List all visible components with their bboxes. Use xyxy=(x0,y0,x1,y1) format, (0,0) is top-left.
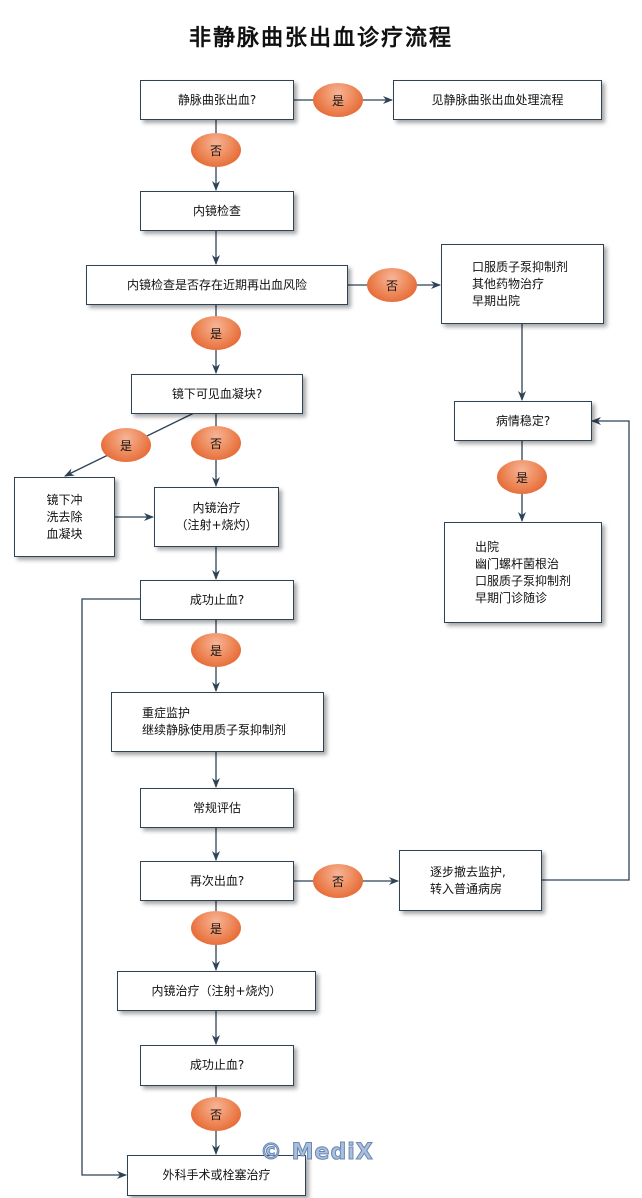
node-label: 口服质子泵抑制剂 其他药物治疗 早期出院 xyxy=(472,259,569,308)
node-label: 出院 幽门螺杆菌根治 口服质子泵抑制剂 早期门诊随诊 xyxy=(475,539,572,605)
page-title: 非静脉曲张出血诊疗流程 xyxy=(188,26,453,51)
node-endo-treatment-1: 内镜治疗 （注射+烧灼） xyxy=(154,487,279,547)
oval-no: 否 xyxy=(191,426,241,460)
oval-no: 否 xyxy=(313,864,363,898)
node-label: 外科手术或栓塞治疗 xyxy=(162,1168,271,1182)
oval-no: 否 xyxy=(191,1097,241,1131)
node-q-hemostasis-1: 成功止血? xyxy=(140,580,294,620)
node-wash-clot: 镜下冲 洗去除 血凝块 xyxy=(14,477,115,557)
node-label: 常规评估 xyxy=(192,800,241,815)
node-label: 内镜检查 xyxy=(192,203,241,218)
node-label: 静脉曲张出血? xyxy=(177,92,257,107)
node-label: 成功止血? xyxy=(189,1058,245,1072)
node-q-rebleed-risk: 内镜检查是否存在近期再出血风险 xyxy=(86,265,348,305)
oval-yes: 是 xyxy=(497,460,547,494)
node-label: 病情稳定? xyxy=(495,413,551,428)
node-label: 逐步撤去监护, 转入普通病房 xyxy=(430,864,506,896)
node-label: 重症监护 继续静脉使用质子泵抑制剂 xyxy=(142,706,287,737)
oval-yes: 是 xyxy=(191,316,241,350)
node-q-hemostasis-2: 成功止血? xyxy=(140,1045,294,1086)
node-q-rebleed: 再次出血? xyxy=(140,861,294,901)
oval-no: 否 xyxy=(191,133,241,167)
oval-yes: 是 xyxy=(313,83,363,117)
edge-stepdown-stable xyxy=(541,417,630,881)
node-q-varix: 静脉曲张出血? xyxy=(140,80,294,120)
node-surgery: 外科手术或栓塞治疗 xyxy=(127,1155,306,1196)
node-step-down: 逐步撤去监护, 转入普通病房 xyxy=(399,850,542,911)
node-see-varix-flow: 见静脉曲张出血处理流程 xyxy=(393,80,602,120)
node-label: 内镜治疗 （注射+烧灼） xyxy=(175,501,258,532)
node-label: 成功止血? xyxy=(189,592,245,607)
node-label: 见静脉曲张出血处理流程 xyxy=(431,92,564,107)
node-routine-eval: 常规评估 xyxy=(140,788,294,828)
edge-hemo1-fail-surgery xyxy=(81,598,140,1179)
node-low-risk-treatment: 口服质子泵抑制剂 其他药物治疗 早期出院 xyxy=(441,244,604,324)
watermark-logo: © MediX xyxy=(260,1140,374,1166)
node-icu: 重症监护 继续静脉使用质子泵抑制剂 xyxy=(111,692,324,752)
node-label: 镜下可见血凝块? xyxy=(171,386,263,401)
node-label: 内镜检查是否存在近期再出血风险 xyxy=(126,277,307,292)
node-label: 镜下冲 洗去除 血凝块 xyxy=(46,492,83,541)
node-endoscopy: 内镜检查 xyxy=(140,191,294,231)
node-discharge: 出院 幽门螺杆菌根治 口服质子泵抑制剂 早期门诊随诊 xyxy=(444,522,602,623)
oval-yes: 是 xyxy=(191,911,241,945)
node-q-stable: 病情稳定? xyxy=(454,401,592,441)
oval-no: 否 xyxy=(367,268,417,302)
node-label: 再次出血? xyxy=(189,873,245,888)
node-q-clot: 镜下可见血凝块? xyxy=(131,374,303,414)
node-endo-treatment-2: 内镜治疗（注射+烧灼） xyxy=(117,971,316,1011)
node-label: 内镜治疗（注射+烧灼） xyxy=(151,983,282,998)
oval-yes: 是 xyxy=(101,428,151,462)
oval-yes: 是 xyxy=(191,633,241,667)
